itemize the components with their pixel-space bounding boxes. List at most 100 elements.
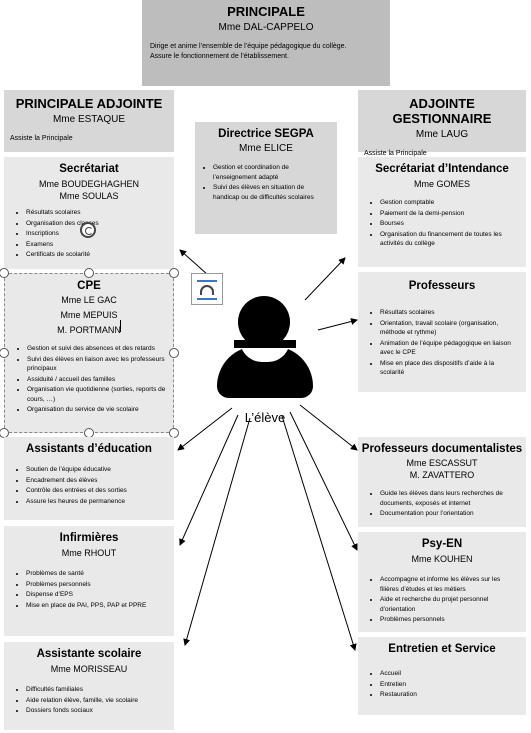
segpa-item: Suivi des élèves en situation de handica… [213, 183, 331, 202]
adjointe-name: Mme ESTAQUE [52, 114, 126, 125]
cpe-item: Organisation vie quotidienne (sorties, r… [27, 385, 167, 404]
gestionnaire-box: ADJOINTE GESTIONNAIRE Mme LAUG Assiste l… [358, 90, 526, 157]
cpe-item: Gestion et suivi des absences et des ret… [27, 344, 167, 354]
student-label: L’élève [244, 410, 286, 425]
secretariat-title: Secrétariat [59, 163, 119, 175]
cpe-item: Organisation du service de vie scolaire [27, 405, 167, 415]
cpe-title: CPE [77, 280, 101, 292]
professeurs-box: Professeurs Résultats scolaires Orientat… [358, 272, 526, 392]
infirmiere-item: Problèmes personnels [26, 580, 168, 590]
secretariat-name: Mme SOULAS [59, 191, 119, 201]
intendance-item: Organisation du financement de toutes le… [380, 230, 520, 249]
assistants-box: Assistants d’éducation Soutien de l’équi… [4, 437, 174, 520]
infirmiere-item: Dispense d’EPS [26, 590, 168, 600]
arrow-sociale [183, 417, 251, 646]
assistants-item: Contrôle des entrées et des sorties [26, 486, 168, 496]
intendance-box: Secrétariat d’Intendance Mme GOMES Gesti… [358, 157, 526, 267]
cpe-name: Mme MEPUIS [60, 310, 118, 320]
arrow-entretien [281, 415, 357, 651]
psyen-item: Accompagne et informe les élèves sur les… [380, 575, 520, 594]
professeurs-item: Résultats scolaires [380, 308, 520, 318]
sociale-item: Dossiers fonds sociaux [26, 706, 168, 716]
arrow-secretariat [179, 249, 209, 276]
sociale-box: Assistante scolaire Mme MORISSEAU Diffic… [4, 642, 174, 730]
intendance-item: Gestion comptable [380, 198, 520, 208]
resize-handle[interactable] [169, 268, 179, 278]
student-avatar-icon [217, 296, 313, 408]
entretien-item: Restauration [380, 690, 520, 700]
intendance-item: Paiement de la demi-pension [380, 209, 520, 219]
arrow-psyen [289, 411, 358, 551]
infirmiere-item: Problèmes de santé [26, 569, 168, 579]
psyen-item: Aide et recherche du projet personnel d’… [380, 595, 520, 614]
adjointe-title: PRINCIPALE ADJOINTE [15, 96, 163, 111]
professeurs-item: Mise en place des dispositifs d’aide à l… [380, 359, 520, 378]
entretien-box: Entretien et Service Accueil Entretien R… [358, 637, 526, 715]
documentalistes-item: Guide les élèves dans leurs recherches d… [380, 489, 520, 508]
infirmiere-title: Infirmières [59, 532, 119, 544]
rotate-handle-icon[interactable] [80, 222, 96, 238]
documentalistes-box: Professeurs documentalistes Mme ESCASSUT… [358, 437, 526, 527]
resize-handle[interactable] [0, 268, 9, 278]
documentalistes-name: Mme ESCASSUT [406, 458, 478, 468]
resize-handle[interactable] [0, 348, 9, 358]
psyen-box: Psy-EN Mme KOUHEN Accompagne et informe … [358, 532, 526, 632]
principale-desc-2: Assure le fonctionnement de l’établissem… [150, 53, 289, 60]
layout-options-icon[interactable] [191, 273, 223, 305]
secretariat-item: Résultats scolaires [26, 208, 168, 218]
adjointe-box: PRINCIPALE ADJOINTE Mme ESTAQUE Assiste … [4, 90, 174, 152]
principale-name: Mme DAL-CAPPELO [218, 22, 314, 33]
secretariat-box: Secrétariat Mme BOUDEGHAGHEN Mme SOULAS … [4, 157, 174, 269]
documentalistes-name: M. ZAVATTERO [409, 470, 475, 480]
arrow-professeurs [317, 318, 358, 331]
segpa-item: Gestion et coordination de l’enseignemen… [213, 163, 331, 182]
professeurs-title: Professeurs [408, 280, 476, 292]
intendance-title: Secrétariat d’Intendance [375, 163, 509, 175]
resize-handle[interactable] [169, 428, 179, 438]
cpe-item: Assiduité / accueil des familles [27, 375, 167, 385]
segpa-name: Mme ELICE [239, 143, 293, 154]
documentalistes-item: Documentation pour l’orientation [380, 509, 520, 519]
psyen-name: Mme KOUHEN [411, 554, 473, 564]
cpe-item: Suivi des élèves en liaison avec les pro… [27, 355, 167, 374]
arrow-documentalistes [299, 404, 358, 451]
arrow-infirmiere [179, 414, 239, 546]
cpe-name: Mme LE GAC [61, 295, 117, 305]
sociale-item: Difficultés familiales [26, 685, 168, 695]
text-cursor [120, 320, 121, 332]
gestionnaire-title: ADJOINTE GESTIONNAIRE [392, 96, 492, 126]
cpe-name: M. PORTMANN [57, 325, 121, 335]
documentalistes-title: Professeurs documentalistes [361, 443, 523, 455]
secretariat-item: Inscriptions [26, 229, 168, 239]
professeurs-item: Animation de l’équipe pédagogique en lia… [380, 339, 520, 358]
psyen-title: Psy-EN [421, 538, 463, 550]
entretien-title: Entretien et Service [388, 643, 496, 655]
arrow-assistants [177, 407, 233, 451]
principale-title: PRINCIPALE [227, 4, 305, 19]
entretien-item: Accueil [380, 669, 520, 679]
segpa-title: Directrice SEGPA [218, 128, 314, 140]
resize-handle[interactable] [84, 268, 94, 278]
entretien-item: Entretien [380, 680, 520, 690]
assistants-item: Soutien de l’équipe éducative [26, 465, 168, 475]
sociale-title: Assistante scolaire [36, 648, 142, 660]
cpe-box[interactable]: CPE Mme LE GAC Mme MEPUIS M. PORTMANN Ge… [4, 273, 174, 433]
assistants-item: Encadrement des élèves [26, 476, 168, 486]
secretariat-item: Certificats de scolarité [26, 250, 168, 260]
intendance-item: Bourses [380, 219, 520, 229]
assistants-item: Assure les heures de permanence [26, 497, 168, 507]
gestionnaire-name: Mme LAUG [415, 129, 469, 140]
secretariat-name: Mme BOUDEGHAGHEN [38, 179, 139, 189]
gestionnaire-desc: Assiste la Principale [364, 150, 427, 157]
infirmiere-box: Infirmières Mme RHOUT Problèmes de santé… [4, 526, 174, 636]
principale-desc-1: Dirige et anime l’ensemble de l’équipe p… [150, 43, 347, 50]
assistants-title: Assistants d’éducation [26, 443, 152, 455]
resize-handle[interactable] [169, 348, 179, 358]
sociale-name: Mme MORISSEAU [50, 664, 128, 674]
intendance-name: Mme GOMES [413, 179, 470, 189]
sociale-item: Aide relation élève, famille, vie scolai… [26, 696, 168, 706]
adjointe-desc: Assiste la Principale [10, 135, 73, 142]
principale-box: PRINCIPALE Mme DAL-CAPPELO Dirige et ani… [142, 0, 390, 86]
secretariat-item: Organisation des classes [26, 219, 168, 229]
